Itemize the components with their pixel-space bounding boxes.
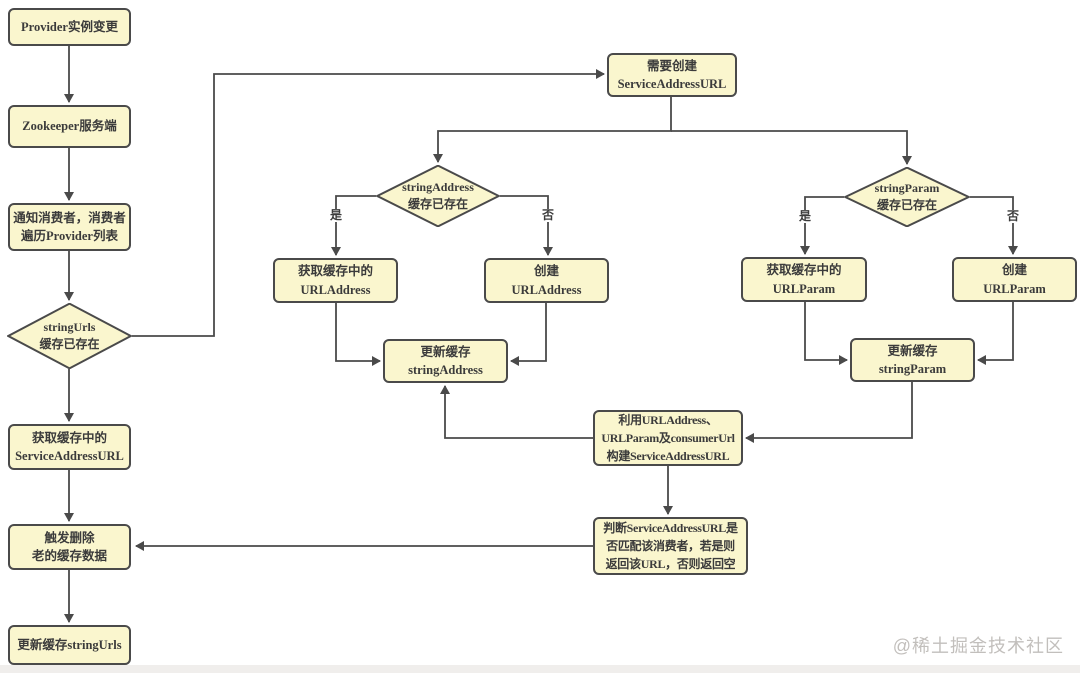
edge-createurlparam-to-update <box>977 302 1014 365</box>
edge-needcreate-to-stringparam <box>671 130 912 165</box>
node-get-cached-url-address: 获取缓存中的 URLAddress <box>273 258 398 303</box>
decision-label: stringUrls 缓存已存在 <box>39 320 100 351</box>
edge-label-yes: 是 <box>797 209 813 224</box>
edge-stringaddress-yes <box>331 195 376 256</box>
edge-geturladdress-to-update <box>335 303 381 366</box>
decision-string-urls-exists: stringUrls 缓存已存在 <box>7 303 132 369</box>
node-notify-consumers: 通知消费者，消费者 遍历Provider列表 <box>8 203 131 251</box>
node-match-consumer-return: 判断ServiceAddressURL是 否匹配该消费者，若是则 返回该URL，… <box>593 517 748 575</box>
node-create-url-address: 创建 URLAddress <box>484 258 609 303</box>
edge-needcreate-to-stringaddress <box>433 97 672 163</box>
node-provider-change: Provider实例变更 <box>8 8 131 46</box>
node-update-cache-string-address: 更新缓存 stringAddress <box>383 339 508 383</box>
edge-geturlparam-to-update <box>804 302 848 365</box>
diamond-shape <box>844 167 970 227</box>
edge-stringparam-no <box>970 196 1018 255</box>
edge-stringurls-to-needcreate <box>132 69 605 337</box>
edge-label-no: 否 <box>540 208 556 223</box>
decision-string-address-exists: stringAddress 缓存已存在 <box>376 165 500 227</box>
node-update-cache-string-urls: 更新缓存stringUrls <box>8 625 131 665</box>
decision-label: stringParam 缓存已存在 <box>874 181 940 212</box>
node-get-cached-service-address-url: 获取缓存中的 ServiceAddressURL <box>8 424 131 470</box>
edge-stringaddress-no <box>500 195 553 256</box>
node-build-service-address-url: 利用URLAddress、 URLParam及consumerUrl 构建Ser… <box>593 410 743 466</box>
edge-build-to-updatestringaddress <box>440 385 593 439</box>
edge-updatestringparam-to-build <box>745 382 913 443</box>
edge-label-no: 否 <box>1005 209 1021 224</box>
node-create-url-param: 创建 URLParam <box>952 257 1077 302</box>
node-update-cache-string-param: 更新缓存 stringParam <box>850 338 975 382</box>
decision-label: stringAddress 缓存已存在 <box>402 180 474 211</box>
diamond-shape <box>7 303 132 369</box>
bottom-strip <box>0 665 1080 673</box>
node-trigger-delete-old-cache: 触发删除 老的缓存数据 <box>8 524 131 570</box>
edge-createurladdress-to-update <box>510 303 547 366</box>
node-get-cached-url-param: 获取缓存中的 URLParam <box>741 257 867 302</box>
edge-stringparam-yes <box>800 196 844 255</box>
node-need-create-service-address-url: 需要创建 ServiceAddressURL <box>607 53 737 97</box>
watermark-text: @稀土掘金技术社区 <box>892 636 1064 656</box>
node-zookeeper-server: Zookeeper服务端 <box>8 105 131 148</box>
edge-label-yes: 是 <box>328 208 344 223</box>
diamond-shape <box>376 165 500 227</box>
decision-string-param-exists: stringParam 缓存已存在 <box>844 167 970 227</box>
